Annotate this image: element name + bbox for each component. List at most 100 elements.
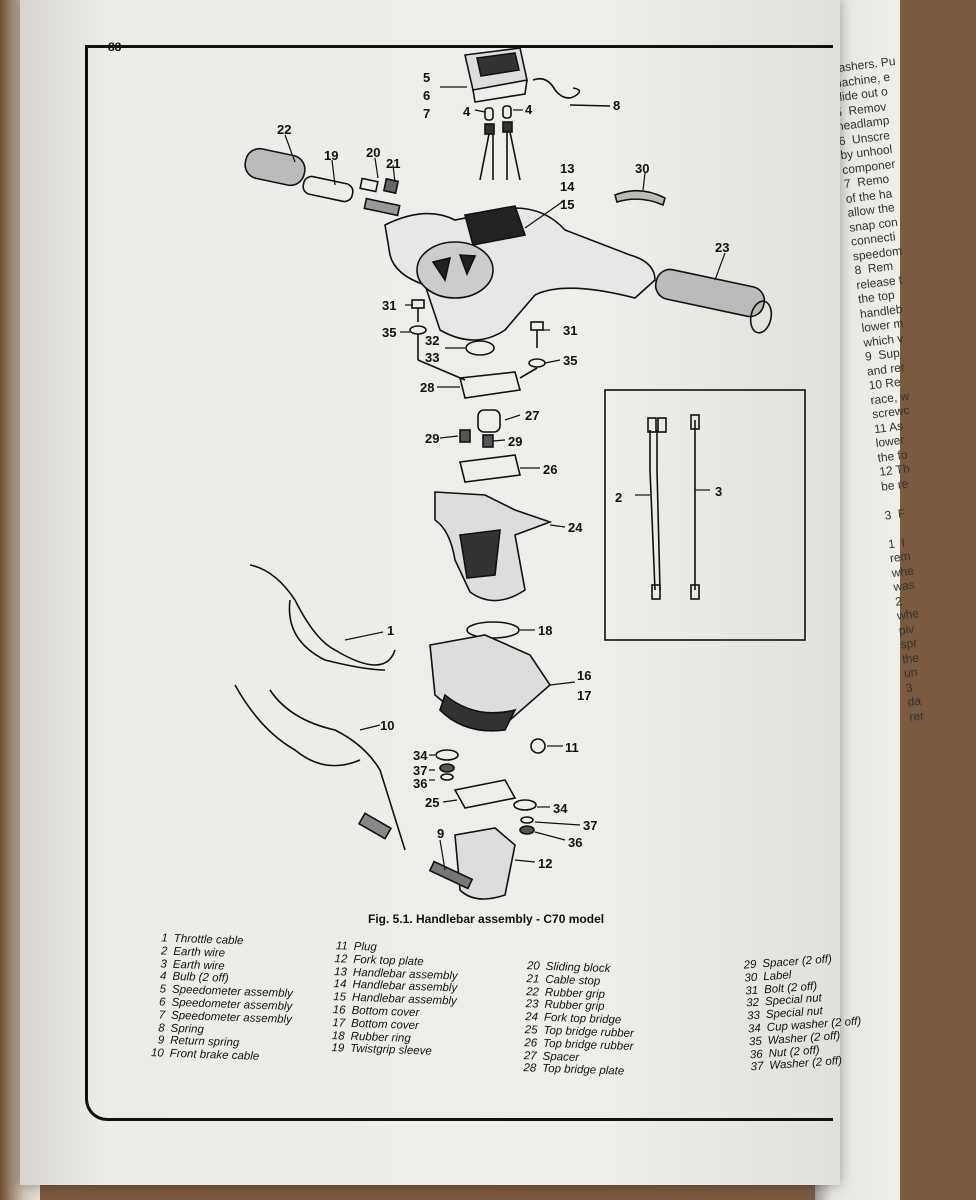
legend-number: 16 (332, 1004, 346, 1017)
legend-number: 37 (750, 1060, 764, 1074)
callout: 18 (538, 623, 552, 638)
speedometer-assembly-part (464, 47, 528, 103)
callout: 5 (423, 70, 430, 85)
bulb-part (479, 105, 521, 181)
label-part (614, 189, 666, 207)
legend-number: 11 (335, 940, 348, 953)
callout: 33 (425, 350, 439, 365)
front-brake-cable-part (234, 684, 406, 851)
callout: 24 (568, 520, 583, 535)
right-grip-part (654, 268, 773, 334)
legend-number: 10 (150, 1047, 164, 1060)
callout: 35 (382, 325, 396, 340)
legend-number: 8 (158, 1021, 165, 1035)
callout: 37 (413, 763, 427, 778)
legend-number: 9 (157, 1034, 165, 1047)
callout: 31 (563, 323, 577, 338)
callout: 2 (615, 490, 622, 505)
legend-number: 6 (158, 996, 166, 1009)
legend-number: 18 (331, 1029, 345, 1043)
callout: 23 (715, 240, 729, 255)
legend-number: 15 (332, 991, 347, 1004)
page-number: 88 (108, 40, 122, 54)
legend-number: 26 (524, 1036, 538, 1050)
callout: 8 (613, 98, 620, 113)
left-grip-part (244, 147, 401, 217)
legend-number: 12 (334, 952, 348, 966)
callout: 30 (635, 161, 649, 176)
callout: 20 (366, 145, 380, 160)
legend-number: 28 (523, 1062, 537, 1075)
return-spring-part (428, 860, 474, 890)
callout: 29 (425, 431, 439, 446)
callout: 17 (577, 688, 591, 703)
callout: 28 (420, 380, 434, 395)
fork-top-bridge-part (434, 491, 553, 602)
legend-number: 1 (161, 932, 168, 945)
book-page (20, 0, 840, 1185)
legend-number: 23 (525, 998, 539, 1011)
legend-label: Spacer (542, 1050, 580, 1064)
callout: 29 (508, 434, 522, 449)
callout: 13 (560, 161, 574, 176)
callout: 4 (525, 102, 533, 117)
legend-number: 27 (523, 1049, 537, 1063)
exploded-diagram: 5 6 7 4 4 8 22 19 20 21 13 14 15 30 23 3… (234, 47, 806, 900)
legend-label: Spring (170, 1022, 205, 1036)
callout: 25 (425, 795, 439, 810)
top-bridge-plate-part (459, 371, 522, 399)
handlebar-body-part (384, 205, 656, 341)
page-frame (85, 45, 833, 1121)
callout: 3 (715, 484, 722, 499)
bottom-cover-part (429, 634, 552, 732)
legend-number: 17 (332, 1016, 346, 1030)
callout: 34 (553, 801, 568, 816)
earth-wire-inset (604, 389, 806, 641)
legend-number: 4 (159, 970, 167, 983)
callout: 16 (577, 668, 591, 683)
facing-page-text: washers. Pu machine, e slide out o 5 Rem… (829, 53, 925, 724)
legend-number: 24 (524, 1011, 539, 1024)
callout: 1 (387, 623, 394, 638)
callout: 11 (565, 740, 579, 755)
callout: 19 (324, 148, 338, 163)
figure-caption: Fig. 5.1. Handlebar assembly - C70 model (368, 912, 605, 926)
legend-number: 19 (331, 1042, 345, 1055)
top-bridge-rubber-lower-part (453, 779, 517, 809)
callout: 9 (437, 826, 444, 841)
rubber-ring-part (466, 621, 520, 639)
callout: 37 (583, 818, 597, 833)
legend-number: 20 (526, 960, 540, 973)
legend-number: 5 (159, 983, 167, 996)
legend-number: 7 (158, 1009, 166, 1022)
top-bridge-rubber-part (459, 454, 521, 483)
callout: 12 (538, 856, 552, 871)
legend-number: 21 (526, 972, 540, 986)
callout: 21 (386, 156, 400, 171)
legend-number: 13 (333, 965, 348, 979)
legend-label: Plug (353, 940, 378, 954)
callout: 22 (277, 122, 291, 137)
spacer-part (477, 409, 501, 433)
callout: 7 (423, 106, 430, 121)
legend-number: 3 (160, 957, 168, 971)
callout: 6 (423, 88, 430, 103)
spring-part (532, 77, 581, 99)
fork-top-plate-part (454, 827, 516, 900)
plug-part (530, 738, 546, 754)
legend-number: 14 (333, 978, 347, 991)
callout: 32 (425, 333, 439, 348)
callout: 35 (563, 353, 577, 368)
callout: 14 (560, 179, 575, 194)
callout: 34 (413, 748, 428, 763)
legend-number: 2 (160, 945, 168, 958)
callout: 27 (525, 408, 539, 423)
callout: 15 (560, 197, 574, 212)
callout: 36 (568, 835, 582, 850)
small-spacer-part (459, 429, 471, 443)
callout: 10 (380, 718, 394, 733)
